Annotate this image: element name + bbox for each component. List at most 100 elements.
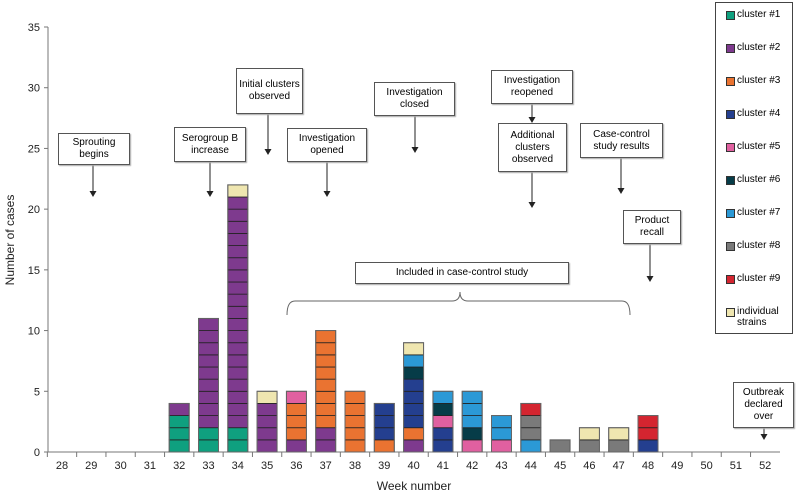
bar-segment bbox=[520, 439, 542, 453]
bar-segment bbox=[403, 342, 425, 356]
legend-label: cluster #7 bbox=[737, 207, 781, 218]
bar bbox=[198, 317, 219, 453]
bar-segment bbox=[227, 196, 249, 210]
legend-swatch bbox=[726, 110, 735, 119]
bar bbox=[315, 330, 337, 453]
arrow-icon bbox=[411, 147, 419, 153]
bar-segment bbox=[198, 439, 219, 453]
legend-item: cluster #3 bbox=[726, 75, 780, 86]
legend-label: cluster #4 bbox=[737, 108, 781, 119]
bar bbox=[168, 402, 190, 453]
arrow-icon bbox=[646, 276, 654, 282]
x-tick-label: 28 bbox=[56, 460, 68, 472]
bar-segment bbox=[227, 318, 249, 331]
bar-segment bbox=[168, 427, 190, 441]
bar-segment bbox=[227, 184, 249, 198]
legend-item: cluster #2 bbox=[726, 42, 780, 53]
legend-label: cluster #2 bbox=[737, 42, 781, 53]
y-tick-label: 10 bbox=[28, 326, 40, 338]
bar-segment bbox=[227, 269, 249, 283]
bar-segment bbox=[403, 378, 425, 392]
bar-segment bbox=[198, 378, 219, 392]
bar-segment bbox=[491, 439, 512, 453]
annotation-outbreak-over: Outbreak declared over bbox=[733, 382, 794, 428]
annotation-case-control-study: Included in case-control study bbox=[355, 262, 569, 284]
x-tick-label: 32 bbox=[173, 460, 185, 472]
bar-segment bbox=[285, 427, 307, 441]
bar bbox=[403, 342, 425, 453]
bar bbox=[608, 427, 630, 453]
bar bbox=[637, 415, 659, 453]
bar-segment bbox=[256, 403, 278, 416]
bar bbox=[461, 390, 483, 453]
x-tick-label: 38 bbox=[349, 460, 361, 472]
bar-segment bbox=[198, 403, 219, 416]
bar-segment bbox=[227, 378, 249, 392]
legend-swatch bbox=[726, 242, 735, 251]
bar bbox=[549, 439, 571, 453]
x-tick-label: 47 bbox=[613, 460, 625, 472]
arrow-icon bbox=[760, 434, 768, 440]
bar-segment bbox=[637, 427, 659, 441]
bar-segment bbox=[461, 439, 483, 453]
annotation-initial-clusters: Initial clusters observed bbox=[236, 68, 303, 114]
bar bbox=[344, 390, 366, 453]
legend-item: cluster #8 bbox=[726, 240, 780, 251]
bar-segment bbox=[315, 366, 337, 380]
annotation-additional-clusters: Additional clusters observed bbox=[498, 123, 567, 172]
x-tick-label: 41 bbox=[437, 460, 449, 472]
bar-segment bbox=[227, 390, 249, 404]
x-tick-label: 33 bbox=[202, 460, 214, 472]
bar-segment bbox=[198, 427, 219, 441]
bar-segment bbox=[403, 390, 425, 404]
bar-segment bbox=[227, 233, 249, 246]
bar-segment bbox=[256, 427, 278, 441]
bar-segment bbox=[432, 403, 454, 416]
bar-segment bbox=[579, 439, 600, 453]
bar-segment bbox=[315, 354, 337, 368]
x-tick-label: 46 bbox=[583, 460, 595, 472]
x-tick-label: 29 bbox=[85, 460, 97, 472]
bar-segment bbox=[403, 427, 425, 441]
bar bbox=[491, 415, 512, 453]
bar-segment bbox=[432, 415, 454, 429]
bar-segment bbox=[227, 208, 249, 222]
legend-swatch bbox=[726, 176, 735, 185]
bar-segment bbox=[373, 427, 395, 441]
bar-segment bbox=[315, 439, 337, 453]
x-tick-label: 50 bbox=[700, 460, 712, 472]
bar-segment bbox=[227, 415, 249, 429]
bar-segment bbox=[227, 305, 249, 319]
bar-segment bbox=[432, 390, 454, 404]
bar-segment bbox=[198, 354, 219, 368]
legend-swatch bbox=[726, 143, 735, 152]
bar-segment bbox=[315, 403, 337, 416]
bar-segment bbox=[403, 354, 425, 368]
y-tick-label: 25 bbox=[28, 143, 40, 155]
x-tick-label: 35 bbox=[261, 460, 273, 472]
x-tick-label: 39 bbox=[378, 460, 390, 472]
annotation-case-control-results: Case-control study results bbox=[580, 123, 663, 158]
bar-segment bbox=[637, 439, 659, 453]
x-tick-label: 43 bbox=[495, 460, 507, 472]
bar-segment bbox=[168, 403, 190, 416]
legend-label: cluster #9 bbox=[737, 273, 781, 284]
bar-segment bbox=[403, 403, 425, 416]
legend-item: cluster #5 bbox=[726, 141, 780, 152]
bar-segment bbox=[227, 427, 249, 441]
bar-segment bbox=[461, 427, 483, 441]
bar-segment bbox=[198, 342, 219, 356]
bar-segment bbox=[344, 439, 366, 453]
bar-segment bbox=[403, 439, 425, 453]
bar-segment bbox=[579, 427, 600, 441]
legend-label: cluster #3 bbox=[737, 75, 781, 86]
bar-segment bbox=[227, 366, 249, 380]
bar-segment bbox=[227, 281, 249, 295]
arrow-icon bbox=[264, 149, 272, 155]
annotation-investigation-reopened: Investigation reopened bbox=[491, 70, 573, 104]
x-tick-label: 52 bbox=[759, 460, 771, 472]
bar-segment bbox=[520, 403, 542, 416]
y-tick-label: 20 bbox=[28, 204, 40, 216]
y-axis-label: Number of cases bbox=[3, 195, 17, 286]
arrow-icon bbox=[617, 188, 625, 194]
